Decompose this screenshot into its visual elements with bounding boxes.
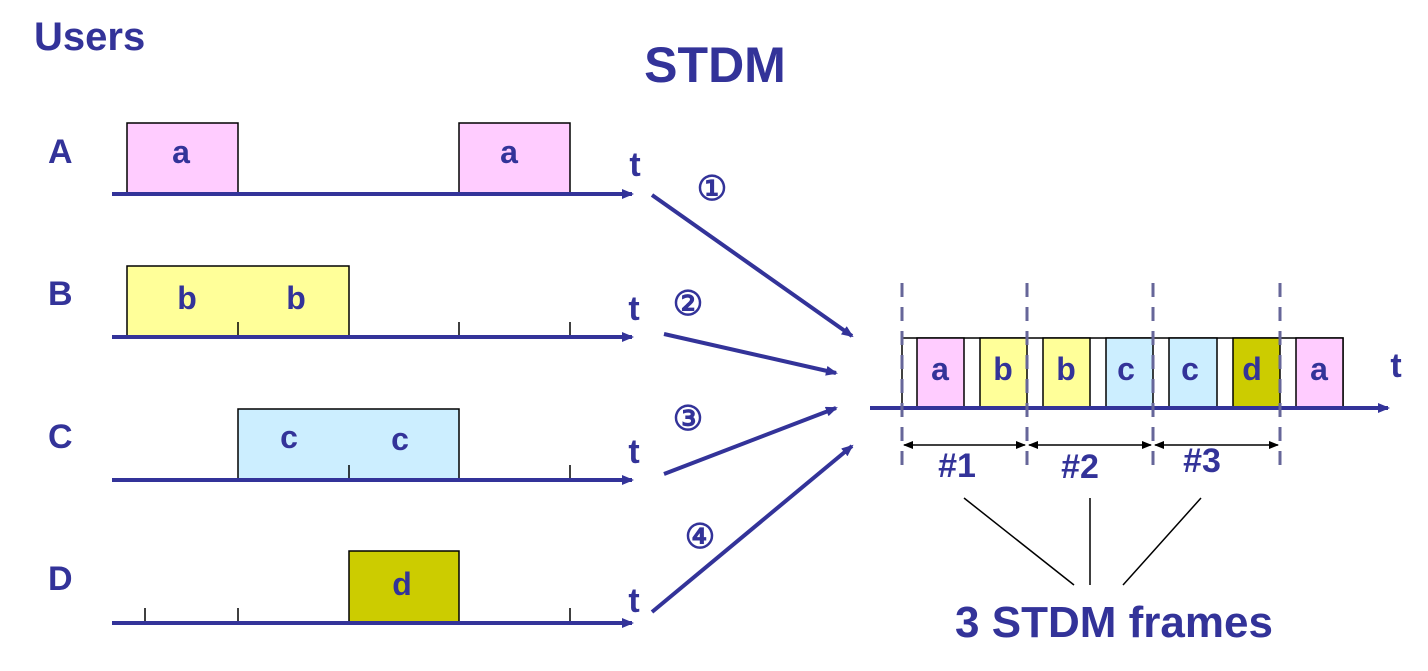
output-slot-7-label: a xyxy=(1310,351,1328,387)
data-block-a2-label: a xyxy=(500,134,518,170)
circled-number-4: ④ xyxy=(685,518,715,556)
data-block-d xyxy=(348,550,460,624)
circled-number-1: ① xyxy=(697,170,727,208)
output-time-label: t xyxy=(1390,347,1401,385)
user-row-c: C c c t xyxy=(48,408,640,485)
data-block-a1 xyxy=(126,122,239,194)
user-row-a: A a a t xyxy=(48,122,641,199)
page-title: STDM xyxy=(644,37,786,93)
user-label-a: A xyxy=(48,133,73,171)
user-label-d: D xyxy=(48,560,73,598)
data-block-b1-label: b xyxy=(177,280,197,316)
time-label-c: t xyxy=(628,433,639,471)
user-label-b: B xyxy=(48,275,73,313)
output-slot-6-label: d xyxy=(1242,351,1262,387)
mux-arrow-3 xyxy=(663,406,838,476)
output-slot-1 xyxy=(916,337,965,409)
output-slot-3-label: b xyxy=(1056,351,1076,387)
output-slot-2-label: b xyxy=(993,351,1013,387)
data-block-a1-label: a xyxy=(172,134,190,170)
output-slot-4-label: c xyxy=(1117,351,1135,387)
output-slot-1-label: a xyxy=(931,351,949,387)
mux-arrow-2 xyxy=(663,332,838,376)
output-slot-3 xyxy=(1042,337,1091,409)
circled-number-2: ② xyxy=(673,285,703,323)
caption-connector-1 xyxy=(963,497,1075,586)
data-block-a2 xyxy=(458,122,571,194)
mux-arrow-1 xyxy=(650,193,854,338)
frames-caption: 3 STDM frames xyxy=(955,598,1273,647)
user-row-d: D d t xyxy=(48,550,640,628)
users-heading: Users xyxy=(34,15,145,59)
time-label-b: t xyxy=(628,290,639,328)
data-block-b2-label: b xyxy=(286,280,306,316)
time-label-a: t xyxy=(629,146,640,184)
data-block-c2-label: c xyxy=(391,421,409,457)
user-label-c: C xyxy=(48,418,73,456)
data-block-d-label: d xyxy=(392,566,412,602)
data-block-c1-label: c xyxy=(280,419,298,455)
time-label-d: t xyxy=(628,582,639,620)
output-slot-2 xyxy=(979,337,1028,409)
output-slot-6 xyxy=(1232,337,1281,409)
frame-label-3: #3 xyxy=(1183,442,1221,480)
frame-label-1: #1 xyxy=(938,447,976,485)
circled-number-3: ③ xyxy=(673,400,703,438)
mux-arrow-4 xyxy=(650,444,854,614)
output-slot-5-label: c xyxy=(1181,351,1199,387)
user-row-b: B b b t xyxy=(48,265,640,342)
stdm-output-stream: a b b c c d a t xyxy=(870,337,1402,413)
frame-label-2: #2 xyxy=(1061,448,1099,486)
caption-connector-3 xyxy=(1122,497,1202,586)
output-slot-5 xyxy=(1168,337,1218,409)
output-slot-4 xyxy=(1105,337,1154,409)
